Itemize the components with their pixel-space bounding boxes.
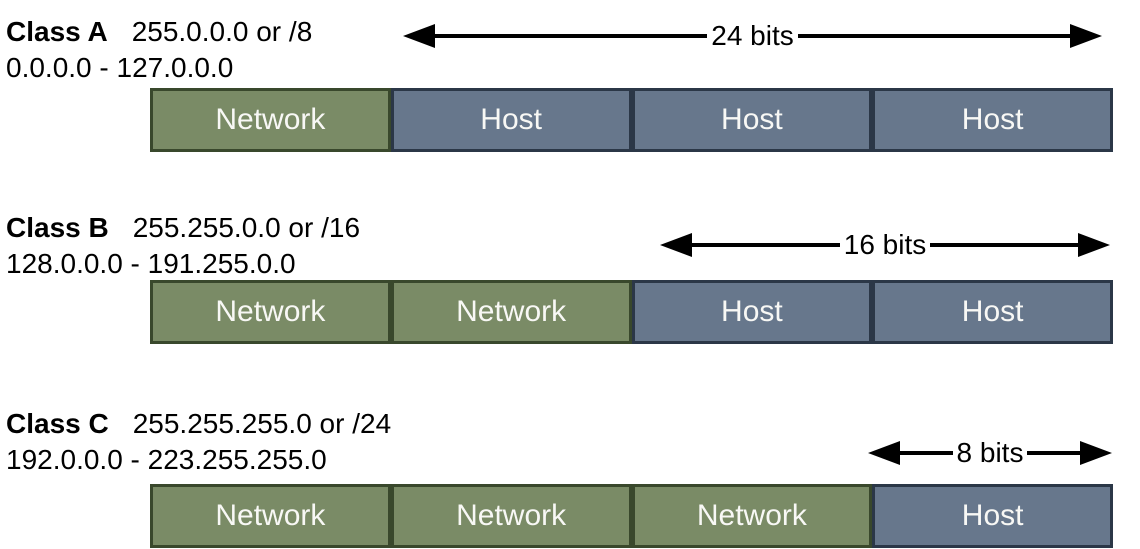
arrow-line [692, 243, 840, 247]
class-a-octet-bar: Network Host Host Host [150, 88, 1113, 152]
arrowhead-right-icon [1078, 233, 1110, 257]
class-c-mask: 255.255.255.0 or /24 [132, 408, 392, 439]
class-c-octet-bar: Network Network Network Host [150, 484, 1113, 548]
arrowhead-right-icon [1070, 24, 1102, 48]
class-c-title: Class C 255.255.255.0 or /24 192.0.0.0 - … [6, 406, 391, 478]
class-a-mask: 255.0.0.0 or /8 [131, 16, 313, 47]
octet-cell-network: Network [150, 88, 391, 152]
arrowhead-right-icon [1080, 441, 1112, 465]
arrowhead-left-icon [868, 441, 900, 465]
class-b-title: Class B 255.255.0.0 or /16 128.0.0.0 - 19… [6, 210, 360, 282]
arrow-line [900, 451, 953, 455]
class-a-bits-label: 24 bits [711, 20, 794, 51]
class-b-name: Class B [6, 212, 109, 243]
class-c-range: 192.0.0.0 - 223.255.255.0 [6, 444, 327, 475]
octet-cell-network: Network [150, 280, 391, 344]
class-b-range: 128.0.0.0 - 191.255.0.0 [6, 248, 296, 279]
class-c-bits-arrow: 8 bits [868, 437, 1112, 468]
class-b-bits-arrow: 16 bits [660, 229, 1110, 260]
class-a-bits-arrow: 24 bits [403, 20, 1102, 51]
arrow-line [1027, 451, 1080, 455]
class-b-octet-bar: Network Network Host Host [150, 280, 1113, 344]
class-a-title: Class A 255.0.0.0 or /8 0.0.0.0 - 127.0.0… [6, 14, 312, 86]
class-a-range: 0.0.0.0 - 127.0.0.0 [6, 52, 234, 83]
arrow-line [435, 34, 708, 38]
class-b-bits-label: 16 bits [843, 229, 927, 260]
arrowhead-left-icon [403, 24, 435, 48]
octet-cell-host: Host [631, 280, 873, 344]
octet-cell-network: Network [150, 484, 391, 548]
class-b-mask: 255.255.0.0 or /16 [132, 212, 361, 243]
arrow-line [930, 243, 1078, 247]
octet-cell-host: Host [872, 484, 1113, 548]
octet-cell-host: Host [390, 88, 632, 152]
class-c-bits-label: 8 bits [956, 437, 1024, 468]
octet-cell-network: Network [631, 484, 873, 548]
octet-cell-host: Host [872, 88, 1113, 152]
octet-cell-host: Host [631, 88, 873, 152]
arrow-line [797, 34, 1070, 38]
class-a-name: Class A [6, 16, 108, 47]
octet-cell-host: Host [872, 280, 1113, 344]
class-c-name: Class C [6, 408, 109, 439]
octet-cell-network: Network [390, 280, 632, 344]
octet-cell-network: Network [390, 484, 632, 548]
arrowhead-left-icon [660, 233, 692, 257]
